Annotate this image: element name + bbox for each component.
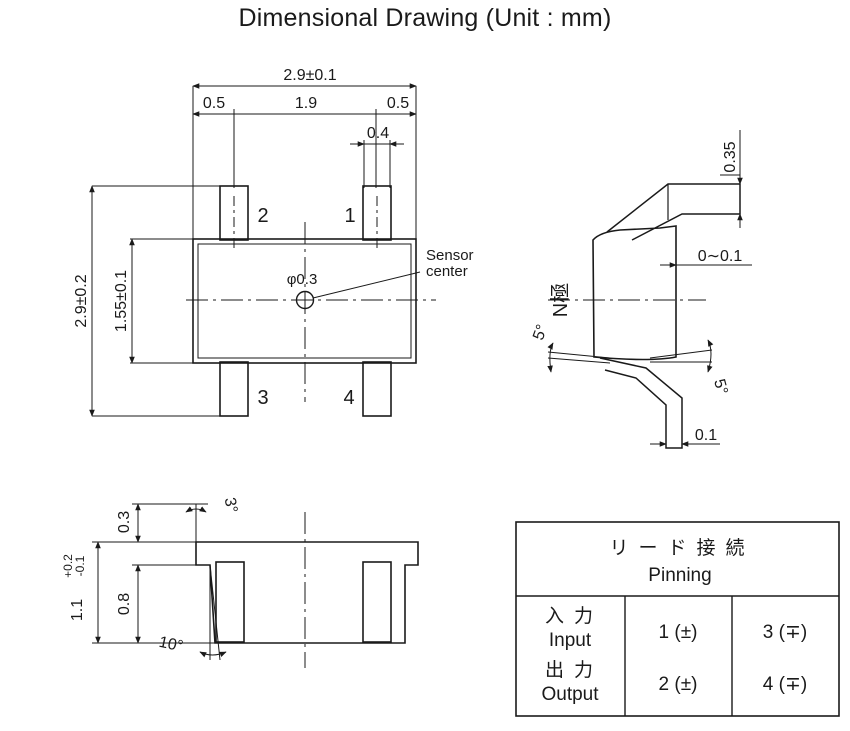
dim-offset: 0∼0.1 (698, 248, 743, 265)
side-view (547, 130, 752, 449)
table-header-jp: リード接続 (609, 537, 754, 559)
row-output-jp: 出力 (545, 659, 603, 681)
pin-label-4: 4 (343, 387, 354, 409)
dim-top-gap: 0.3 (116, 511, 133, 533)
pinning-table (515, 521, 840, 717)
sensor-label-line2: center (426, 263, 468, 280)
dim-overall-width: 2.9±0.1 (283, 67, 336, 84)
bottom-view (92, 503, 419, 668)
row-input-jp: 入力 (545, 605, 603, 627)
row-input-col1: 1 (±) (659, 622, 698, 643)
dim-body: 0.8 (116, 593, 133, 615)
pin-label-3: 3 (257, 387, 268, 409)
drawing-title: Dimensional Drawing (Unit : mm) (238, 4, 612, 32)
angle-right-label: 5° (710, 377, 730, 396)
table-header-en: Pinning (648, 565, 711, 586)
top-view (89, 83, 436, 417)
angle-left-label: 5° (530, 322, 551, 342)
pin-label-2: 2 (257, 205, 268, 227)
angle-bottom-label: 10° (157, 634, 184, 656)
dim-seg-left: 0.5 (203, 95, 225, 112)
pin-label-1: 1 (344, 205, 355, 227)
dim-lead-width: 0.4 (367, 125, 389, 142)
pole-label: N極 (549, 283, 572, 317)
dim-overall-height: 2.9±0.2 (73, 274, 90, 327)
row-input-en: Input (549, 630, 592, 651)
dim-lead-thickness-bottom: 0.1 (695, 427, 717, 444)
dim-lead-thickness-top: 0.35 (722, 141, 739, 172)
dim-height: 1.1 (69, 599, 86, 621)
dim-seg-right: 0.5 (387, 95, 409, 112)
row-input-col2: 3 (∓) (763, 622, 807, 643)
hole-diameter-label: φ0.3 (287, 271, 318, 288)
sensor-label-line1: Sensor (426, 247, 474, 264)
dim-body-height: 1.55±0.1 (113, 270, 130, 332)
row-output-col2: 4 (∓) (763, 674, 807, 695)
angle-top-label: 3° (221, 496, 240, 514)
row-output-en: Output (541, 684, 599, 705)
dim-height-tol-minus: -0.1 (73, 555, 87, 576)
dim-height-tol-plus: +0.2 (61, 554, 75, 578)
row-output-col1: 2 (±) (659, 674, 698, 695)
dim-seg-mid: 1.9 (295, 95, 317, 112)
